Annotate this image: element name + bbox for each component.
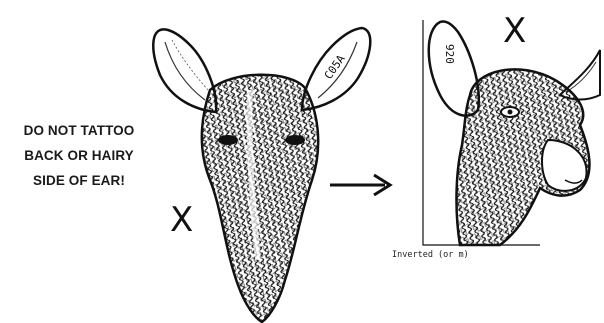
caption: Inverted (or m) bbox=[392, 250, 469, 260]
right-ear-tattoo: 920 bbox=[443, 44, 456, 64]
arrow-icon bbox=[330, 175, 390, 195]
